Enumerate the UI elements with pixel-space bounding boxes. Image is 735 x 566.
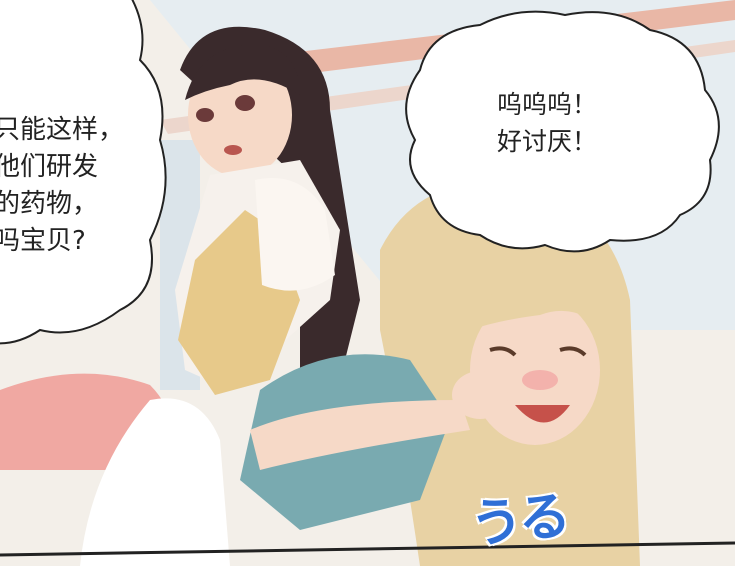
speech-bubble-right bbox=[405, 10, 720, 253]
speech-line: 吗宝贝? bbox=[0, 226, 86, 256]
white-fabric bbox=[80, 398, 230, 566]
speech-text-left: 只能这样， 他们研发 的药物， 吗宝贝? bbox=[0, 112, 124, 260]
speech-line: 呜呜呜！ bbox=[497, 90, 598, 119]
speech-line: 好讨厌！ bbox=[497, 127, 598, 156]
blonde-bangs bbox=[470, 268, 615, 340]
sound-effect-text: うる bbox=[467, 486, 570, 556]
closed-eye-right bbox=[559, 346, 587, 357]
arm bbox=[250, 400, 470, 470]
speech-text-right: 呜呜呜！ 好讨厌！ bbox=[497, 86, 597, 160]
right-eye bbox=[235, 95, 255, 111]
speech-line: 的药物， bbox=[0, 189, 99, 219]
left-eye bbox=[196, 108, 214, 122]
crying-mouth bbox=[515, 405, 570, 423]
closed-eye-left bbox=[489, 346, 517, 357]
speech-bubble-left bbox=[0, 0, 167, 345]
blush bbox=[522, 370, 558, 390]
dark-bangs bbox=[185, 44, 300, 100]
panel-border bbox=[0, 541, 735, 557]
speech-line: 他们研发 bbox=[0, 152, 99, 182]
puff-sleeve bbox=[255, 178, 335, 291]
fist bbox=[452, 371, 508, 419]
mouth bbox=[224, 145, 242, 155]
speech-line: 只能这样， bbox=[0, 115, 125, 145]
